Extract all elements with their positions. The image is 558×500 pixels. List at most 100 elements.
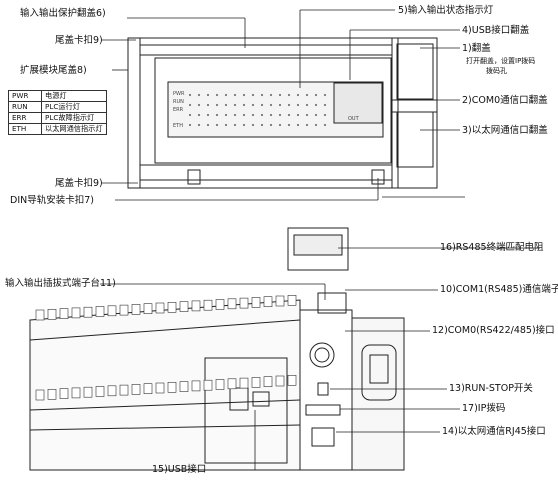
io-led-dot: [251, 93, 255, 97]
terminal-screw: [191, 300, 201, 312]
terminal-screw: [251, 377, 261, 388]
label-com1-terminal: 10)COM1(RS485)通信端子: [440, 284, 558, 295]
io-led-dot: [278, 103, 282, 107]
label-num: 17): [462, 403, 478, 414]
terminal-screw: [239, 377, 249, 389]
label-num: 10): [440, 284, 456, 295]
io-led-dot: [251, 113, 255, 117]
out-mark: OUT: [348, 116, 360, 122]
terminal-screw: [239, 297, 249, 309]
io-led-dot: [206, 93, 210, 97]
terminal-screw: [251, 297, 261, 308]
label-expansion-cover: 扩展模块尾盖8): [20, 65, 87, 76]
label-num: 16): [440, 242, 456, 253]
label-text: 输入输出状态指示灯: [407, 5, 494, 16]
label-com0-port: 12)COM0(RS422/485)接口: [432, 325, 555, 336]
io-led-dot: [305, 93, 309, 97]
terminal-screw: [59, 388, 69, 399]
terminal-screw: [191, 380, 201, 392]
io-led-dot: [287, 103, 291, 107]
table-cell-code: PWR: [8, 90, 42, 102]
terminal-screw: [203, 299, 213, 311]
terminal-screw: [155, 382, 165, 394]
terminal-screw: [131, 384, 141, 395]
led-err-label: ERR: [173, 107, 184, 113]
io-led-dot: [233, 93, 237, 97]
terminal-screw: [83, 306, 93, 318]
terminal-screw: [35, 309, 45, 321]
terminal-screw: [95, 306, 105, 317]
io-led-dot: [269, 113, 273, 117]
label-text: USB接口翻盖: [471, 25, 530, 36]
io-led-dot: [197, 103, 201, 107]
io-led-dot: [314, 113, 318, 117]
label-ip-dip: 17)IP拨码: [462, 403, 505, 414]
terminal-screw: [47, 388, 57, 400]
terminal-screw: [203, 379, 213, 391]
io-led-dot: [224, 113, 228, 117]
terminal-screw: [83, 386, 93, 398]
label-text: 输入输出插拔式端子台: [5, 278, 101, 289]
io-led-dot: [233, 113, 237, 117]
io-led-dot: [260, 113, 264, 117]
io-led-dot: [215, 93, 219, 97]
io-led-dot: [296, 93, 300, 97]
io-led-dot: [260, 93, 264, 97]
label-usb-cover: 4)USB接口翻盖: [462, 25, 529, 36]
io-led-dot: [323, 103, 327, 107]
terminal-screw: [275, 295, 285, 307]
terminal-screw: [179, 381, 189, 392]
io-led-dot: [197, 93, 201, 97]
io-led-dot: [305, 113, 309, 117]
label-num: 15): [152, 464, 168, 475]
io-led-dot: [215, 123, 219, 127]
io-led-dot: [188, 123, 192, 127]
io-led-dot: [269, 93, 273, 97]
terminal-screw: [155, 302, 165, 314]
terminal-screw: [71, 387, 81, 399]
terminal-screw: [287, 294, 297, 306]
label-run-stop: 13)RUN-STOP开关: [449, 383, 533, 394]
label-num: 4): [462, 25, 472, 36]
label-text: 以太网通信口翻盖: [471, 125, 548, 136]
io-led-dot: [197, 123, 201, 127]
label-num: 9): [93, 178, 103, 189]
label-num: 2): [462, 95, 472, 106]
io-led-dot: [206, 123, 210, 127]
io-led-dot: [260, 123, 264, 127]
io-led-dot: [323, 93, 327, 97]
label-text: COM0(RS422/485)接口: [447, 325, 555, 336]
label-eth-port: 14)以太网通信RJ45接口: [442, 426, 546, 437]
label-text: RS485终端匹配电阻: [455, 242, 544, 253]
table-cell-desc: 电源灯: [41, 90, 107, 102]
io-led-dot: [278, 113, 282, 117]
io-led-dot: [233, 103, 237, 107]
terminal-screw: [179, 301, 189, 312]
label-usb-port: 15)USB接口: [152, 464, 206, 475]
terminal-block-teeth: [35, 294, 297, 401]
io-led-dot: [215, 113, 219, 117]
terminal-screw: [95, 386, 105, 397]
label-tail-clip-bottom: 尾盖卡扣9): [55, 178, 103, 189]
table-cell-desc: PLC故障指示灯: [41, 112, 107, 124]
label-text: 尾盖卡扣: [55, 178, 94, 189]
table-cell-code: ERR: [8, 112, 42, 124]
label-num: 14): [442, 426, 458, 437]
label-num: 3): [462, 125, 472, 136]
label-text: 尾盖卡扣: [55, 35, 94, 46]
label-num: 1): [462, 43, 472, 54]
table-cell-desc: 以太网通信指示灯: [41, 123, 107, 135]
terminal-screw: [107, 305, 117, 317]
label-flip-note-1: 打开翻盖，设置IP拨码: [466, 57, 536, 65]
label-text: 以太网通信RJ45接口: [457, 426, 546, 437]
label-flip-cover: 1)翻盖: [462, 43, 491, 54]
terminal-screw: [35, 389, 45, 401]
terminal-screw: [263, 376, 273, 388]
io-led-dot: [287, 93, 291, 97]
